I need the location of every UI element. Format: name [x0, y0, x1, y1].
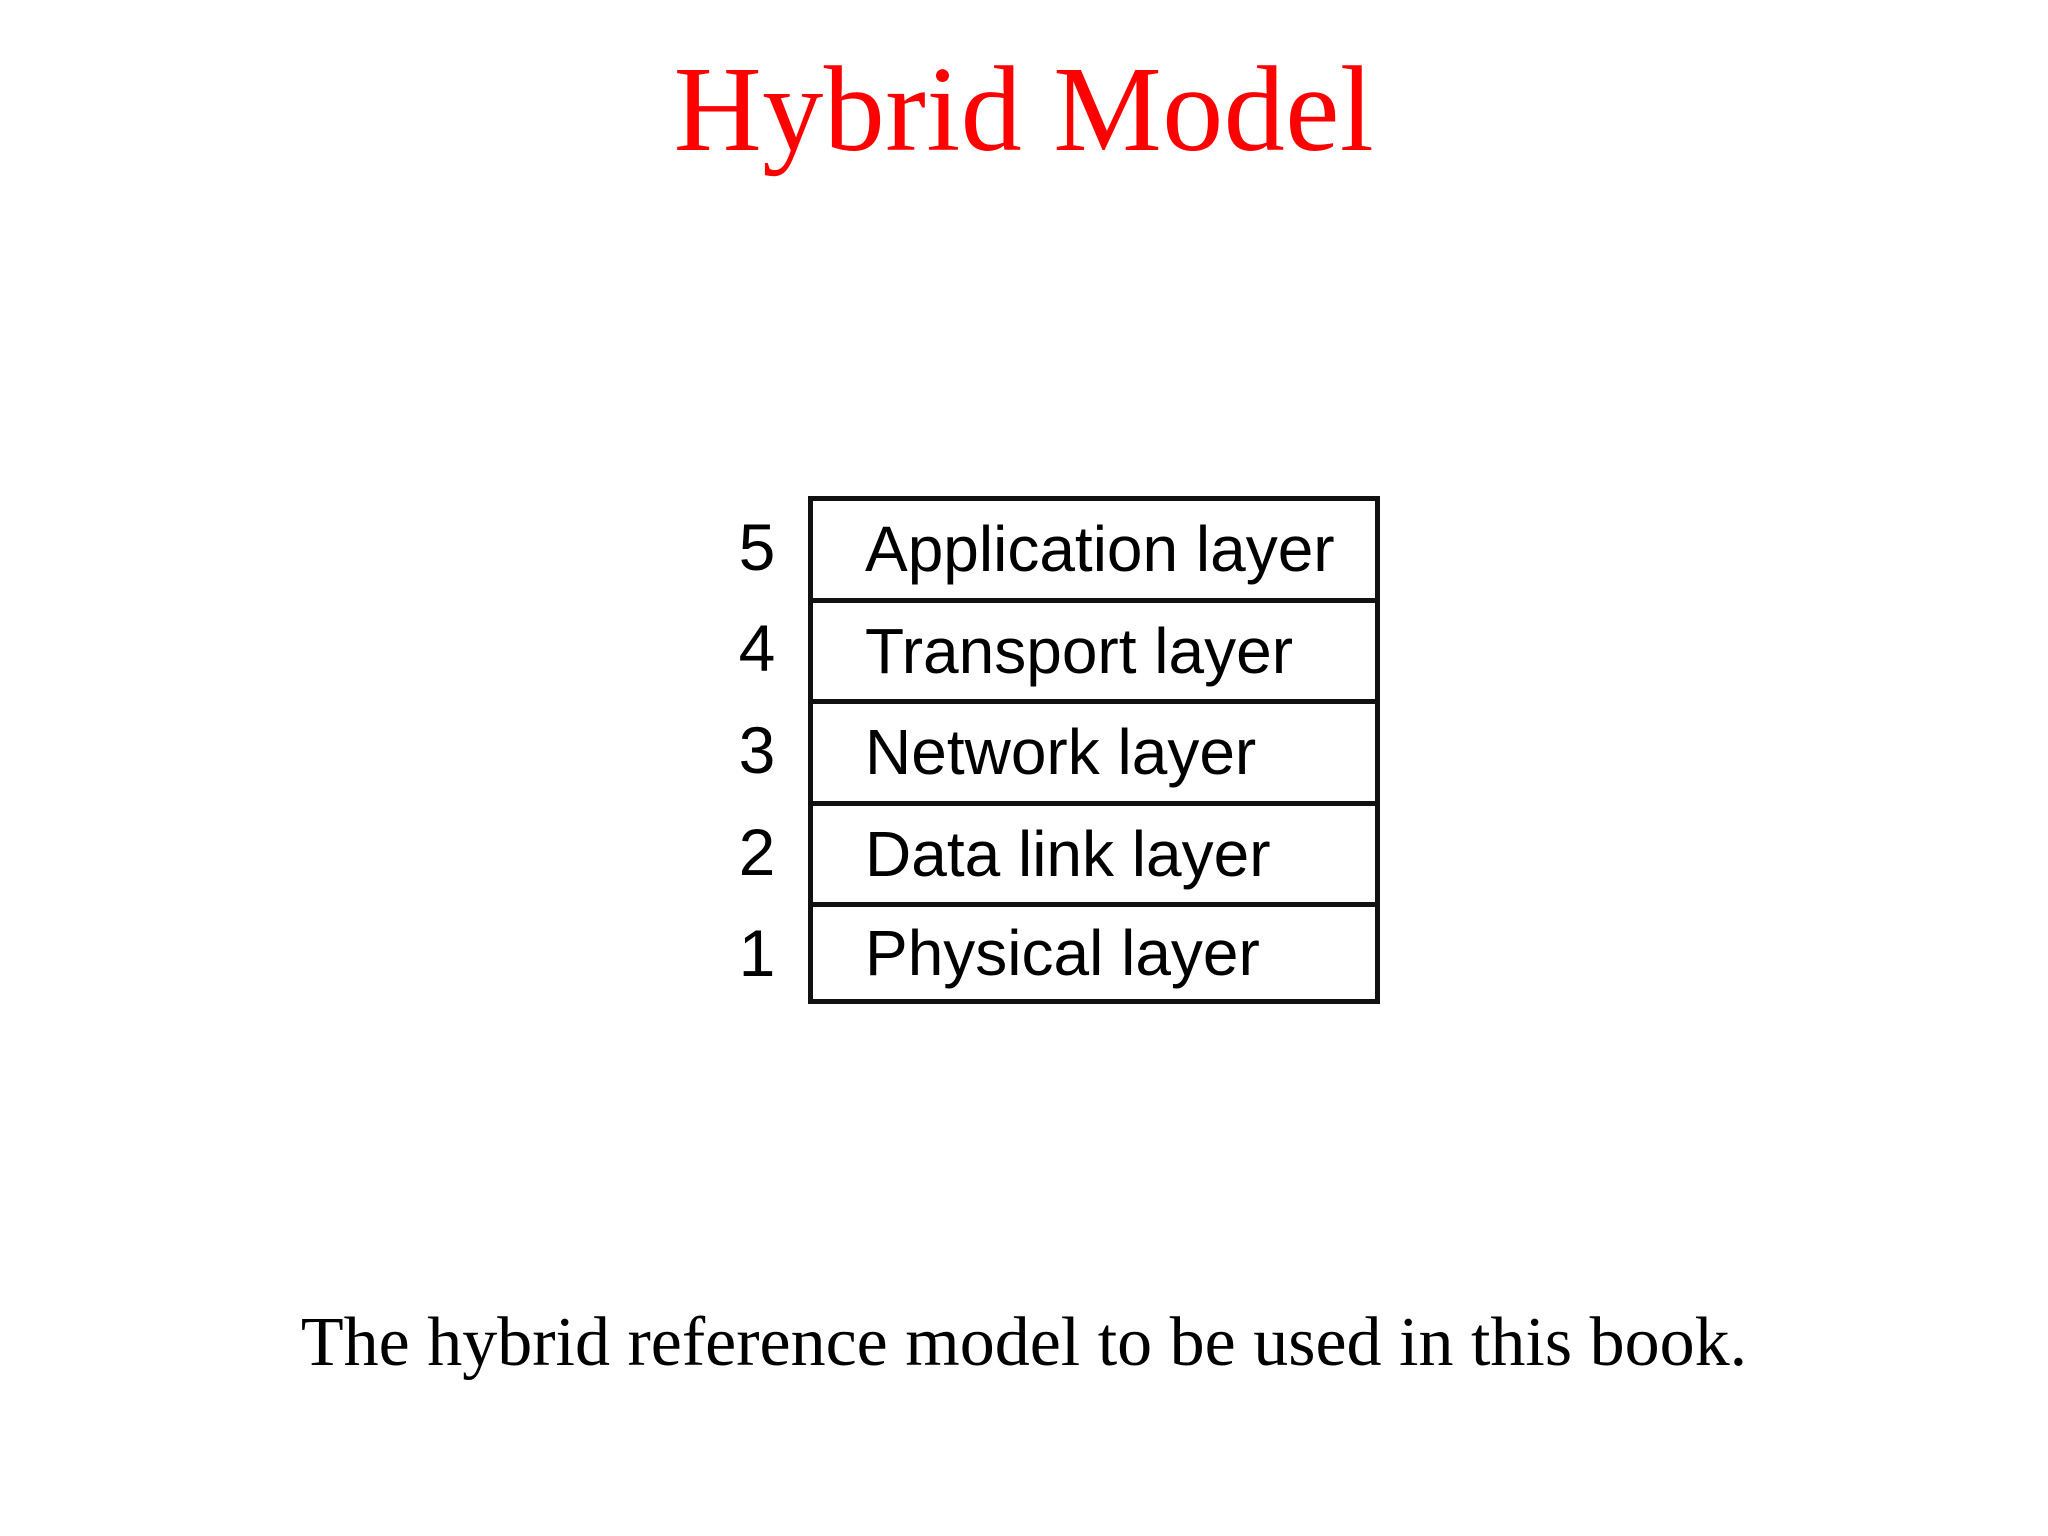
slide-caption: The hybrid reference model to be used in…: [300, 1304, 1748, 1381]
layer-label-data-link: Data link layer: [865, 818, 1271, 891]
layer-stack-rows: 5 Application layer 4 Transport layer 3 …: [712, 496, 1380, 1004]
layer-row-application: 5 Application layer: [712, 496, 1380, 598]
layer-number-1: 1: [738, 916, 776, 991]
layer-box-data-link: Data link layer: [808, 800, 1380, 903]
layer-box-physical: Physical layer: [808, 902, 1380, 1004]
layer-label-network: Network layer: [865, 716, 1257, 789]
layer-number-3: 3: [738, 712, 776, 787]
layer-box-transport: Transport layer: [808, 597, 1380, 700]
layer-row-network: 3 Network layer: [712, 699, 1380, 801]
page-title: Hybrid Model: [673, 42, 1375, 177]
layer-number-4: 4: [738, 611, 776, 686]
layer-label-transport: Transport layer: [865, 614, 1293, 687]
layer-row-data-link: 2 Data link layer: [712, 800, 1380, 903]
layer-number-2: 2: [738, 814, 776, 889]
layer-label-physical: Physical layer: [865, 917, 1260, 990]
layer-stack-diagram: 5 Application layer 4 Transport layer 3 …: [712, 496, 1380, 1004]
layer-row-physical: 1 Physical layer: [712, 902, 1380, 1004]
layer-number-5: 5: [738, 509, 776, 584]
layer-row-transport: 4 Transport layer: [712, 597, 1380, 700]
layer-box-application: Application layer: [808, 496, 1380, 598]
layer-box-network: Network layer: [808, 699, 1380, 801]
layer-label-application: Application layer: [865, 513, 1335, 586]
